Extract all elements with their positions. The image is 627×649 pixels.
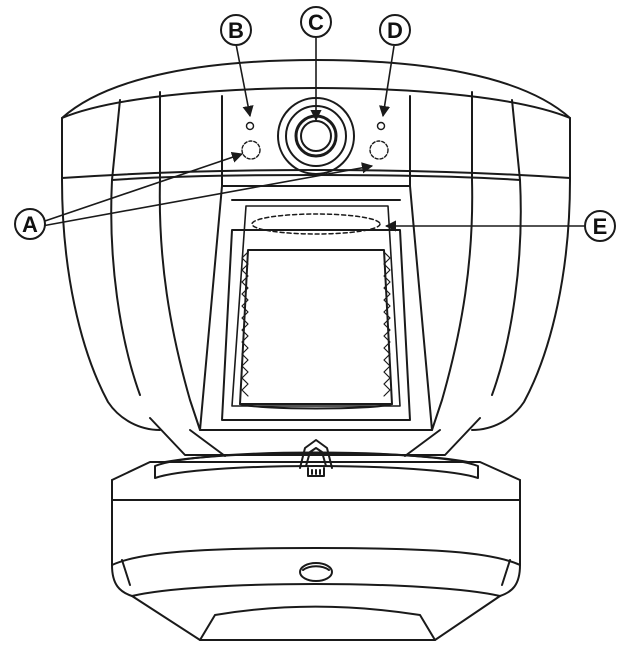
callout-d-label: D — [387, 18, 403, 43]
callout-e: E — [584, 210, 616, 242]
callout-a: A — [14, 208, 46, 240]
callout-b-label: B — [228, 18, 244, 43]
base-unit — [111, 451, 521, 641]
callout-e-label: E — [593, 214, 608, 239]
callout-b: B — [220, 14, 252, 46]
neck — [149, 417, 481, 477]
indicator-leds — [245, 121, 386, 131]
e-sensor-area — [251, 213, 381, 235]
callout-a-label: A — [22, 212, 38, 237]
sensor-windows — [241, 140, 389, 160]
callout-c-label: C — [308, 10, 324, 35]
callout-c: C — [300, 6, 332, 38]
callout-d: D — [379, 14, 411, 46]
leader-lines — [41, 38, 588, 232]
